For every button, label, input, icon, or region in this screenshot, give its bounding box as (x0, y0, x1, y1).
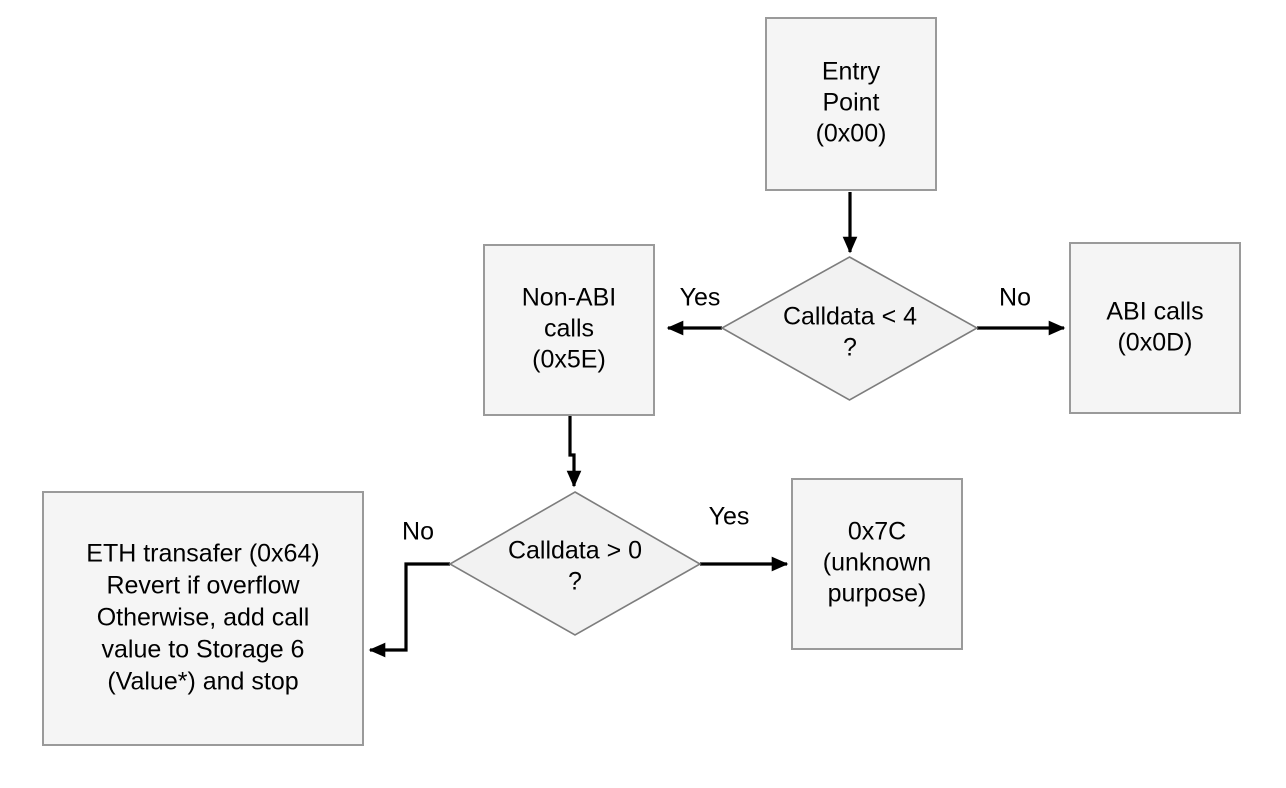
node-abi-calls[interactable]: ABI calls (0x0D) (1069, 242, 1241, 414)
node-abi-calls-line-1: (0x0D) (1117, 329, 1192, 357)
node-unknown-purpose[interactable]: 0x7C (unknown purpose) (791, 478, 963, 650)
node-abi-calls-line-0: ABI calls (1106, 298, 1203, 326)
node-calldata-lt4-line-0: Calldata < 4 (783, 303, 917, 331)
node-non-abi-calls[interactable]: Non-ABI calls (0x5E) (483, 244, 655, 416)
node-unknown-purpose-line-0: 0x7C (848, 518, 906, 546)
node-eth-transfer-line-0: ETH transafer (0x64) (86, 540, 319, 568)
edge-label-no-top: No (999, 284, 1031, 312)
node-eth-transfer-line-4: (Value*) and stop (107, 668, 298, 696)
edge-non-abi-to-calldata-gt0 (566, 414, 582, 488)
edge-label-no-bottom: No (402, 518, 434, 546)
node-eth-transfer-line-2: Otherwise, add call (97, 604, 310, 632)
node-unknown-purpose-line-1: (unknown (823, 549, 931, 577)
edge-label-yes-bottom: Yes (709, 503, 750, 531)
node-unknown-purpose-line-2: purpose) (828, 580, 927, 608)
node-non-abi-calls-line-0: Non-ABI (522, 284, 616, 312)
node-calldata-lt4-line-1: ? (843, 334, 857, 362)
edge-label-yes-top: Yes (680, 284, 721, 312)
edge-calldata-gt0-no-to-eth-transfer (368, 562, 450, 658)
node-entry-point[interactable]: Entry Point (0x00) (765, 17, 937, 191)
node-calldata-lt4[interactable]: Calldata < 4 ? (720, 256, 979, 401)
node-eth-transfer[interactable]: ETH transafer (0x64) Revert if overflow … (42, 491, 364, 746)
node-eth-transfer-line-1: Revert if overflow (106, 572, 300, 600)
node-entry-point-line-1: Point (823, 89, 880, 117)
node-eth-transfer-line-3: value to Storage 6 (102, 636, 305, 664)
node-calldata-gt0-line-1: ? (568, 568, 582, 596)
node-calldata-gt0[interactable]: Calldata > 0 ? (448, 491, 702, 636)
node-non-abi-calls-line-2: (0x5E) (532, 346, 606, 374)
node-non-abi-calls-line-1: calls (544, 315, 594, 343)
node-calldata-gt0-line-0: Calldata > 0 (508, 537, 642, 565)
node-entry-point-line-0: Entry (822, 58, 881, 86)
node-entry-point-line-2: (0x00) (816, 120, 887, 148)
